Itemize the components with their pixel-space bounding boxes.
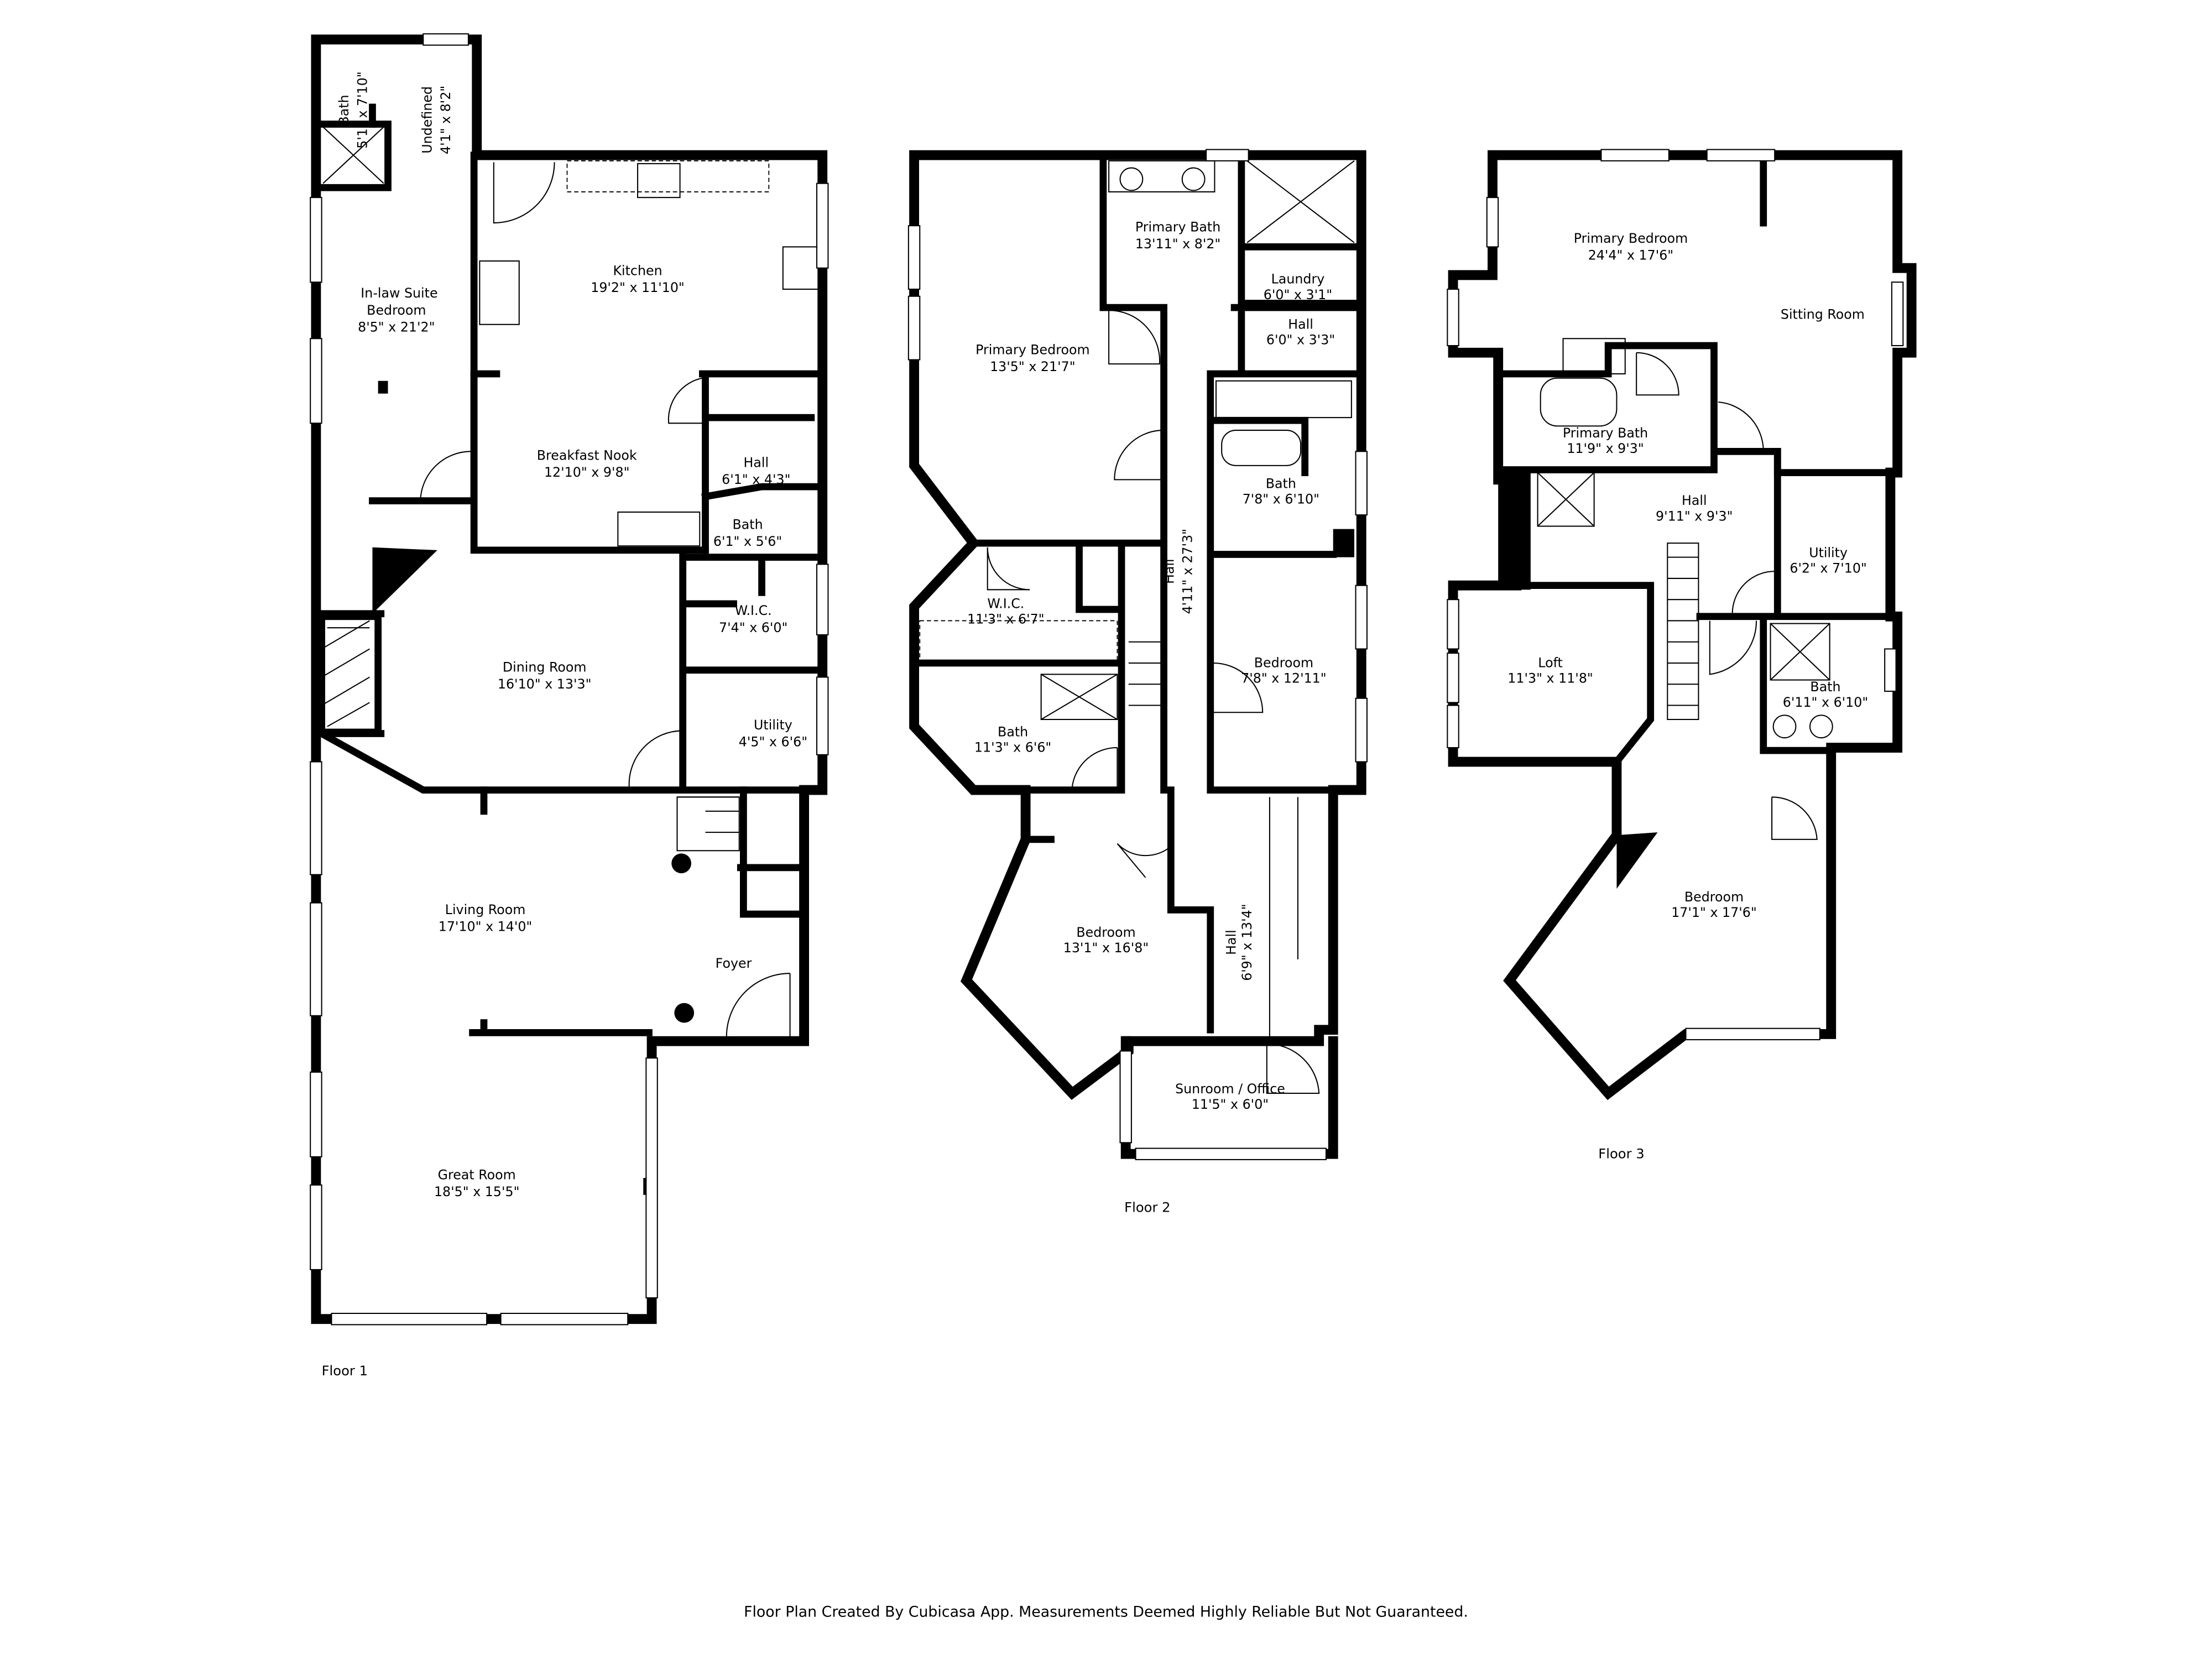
room-dims: 6'2" x 7'10" bbox=[1790, 561, 1866, 576]
room-name: Bath bbox=[1266, 476, 1296, 492]
room-name: Hall bbox=[1161, 559, 1177, 584]
room-name: Primary Bedroom bbox=[975, 342, 1089, 357]
footer-disclaimer: Floor Plan Created By Cubicasa App. Meas… bbox=[744, 1603, 1468, 1620]
room-name: Foyer bbox=[716, 956, 752, 971]
room-dims: 17'10" x 14'0" bbox=[439, 919, 533, 935]
room-name: Bedroom bbox=[1254, 655, 1313, 671]
room-name: Undefined bbox=[420, 86, 435, 154]
room-dims: 6'1" x 4'3" bbox=[722, 472, 790, 487]
room-dims: 8'5" x 21'2" bbox=[358, 319, 435, 335]
room-dims: 13'11" x 8'2" bbox=[1135, 236, 1221, 252]
room-dims: 13'5" x 21'7" bbox=[990, 359, 1076, 374]
room-dims: 24'4" x 17'6" bbox=[1588, 247, 1674, 263]
room-dims: 5'1" x 7'10" bbox=[354, 71, 370, 148]
room-name: Loft bbox=[1538, 655, 1563, 671]
room-dims: 13'1" x 16'8" bbox=[1063, 940, 1149, 956]
room-name: Bath bbox=[336, 95, 352, 125]
room-dims: 19'2" x 11'10" bbox=[591, 280, 685, 295]
room-dims: 6'9" x 13'4" bbox=[1239, 904, 1255, 980]
room-name: Utility bbox=[1809, 545, 1848, 561]
room-name: Sitting Room bbox=[1781, 307, 1865, 322]
room-name: Bedroom bbox=[1076, 925, 1135, 940]
room-subname: Bedroom bbox=[367, 302, 426, 318]
floor-2-plan: Primary Bath 13'11" x 8'2" Laundry 6'0" … bbox=[907, 149, 1368, 1215]
room-dims: 11'9" x 9'3" bbox=[1567, 441, 1644, 456]
room-dims: 11'3" x 6'6" bbox=[974, 740, 1051, 755]
room-name: Utility bbox=[754, 717, 792, 733]
floor-label: Floor 2 bbox=[1124, 1199, 1170, 1215]
room-dims: 12'10" x 9'8" bbox=[544, 465, 630, 480]
room-name: Hall bbox=[1682, 493, 1707, 508]
room-name: W.I.C. bbox=[987, 596, 1024, 611]
floor-1-plan: Bath 5'1" x 7'10" Undefined 4'1" x 8'2" … bbox=[310, 33, 829, 1379]
room-name: Primary Bath bbox=[1563, 425, 1648, 441]
room-name: Kitchen bbox=[613, 263, 662, 278]
room-name: Breakfast Nook bbox=[537, 448, 637, 463]
room-name: Sunroom / Office bbox=[1175, 1081, 1285, 1097]
room-name: Laundry bbox=[1271, 272, 1325, 287]
room-dims: 7'8" x 12'11" bbox=[1241, 671, 1327, 686]
room-dims: 6'1" x 5'6" bbox=[713, 534, 782, 549]
room-dims: 6'0" x 3'1" bbox=[1264, 287, 1332, 302]
room-name: Bedroom bbox=[1684, 889, 1744, 905]
room-name: Living Room bbox=[445, 902, 526, 917]
floor-label: Floor 3 bbox=[1598, 1146, 1644, 1161]
room-dims: 17'1" x 17'6" bbox=[1671, 905, 1757, 920]
floor-3-plan: Primary Bedroom 24'4" x 17'6" Sitting Ro… bbox=[1447, 149, 1917, 1161]
room-dims: 7'8" x 6'10" bbox=[1243, 492, 1319, 507]
room-dims: 4'1" x 8'2" bbox=[438, 86, 453, 154]
room-dims: 18'5" x 15'5" bbox=[434, 1184, 520, 1199]
room-name: Primary Bedroom bbox=[1574, 231, 1688, 246]
room-name: Hall bbox=[1288, 316, 1313, 332]
room-dims: 6'0" x 3'3" bbox=[1266, 332, 1335, 347]
room-name: Bath bbox=[1810, 679, 1840, 695]
room-name: Dining Room bbox=[503, 659, 587, 675]
room-dims: 7'4" x 6'0" bbox=[719, 620, 787, 635]
floor-label: Floor 1 bbox=[322, 1363, 368, 1379]
room-name: In-law Suite bbox=[361, 285, 437, 301]
room-name: Hall bbox=[744, 455, 769, 470]
room-name: Primary Bath bbox=[1135, 219, 1220, 234]
room-dims: 9'11" x 9'3" bbox=[1656, 508, 1733, 524]
room-dims: 11'3" x 6'7" bbox=[967, 612, 1044, 627]
room-dims: 16'10" x 13'3" bbox=[498, 676, 592, 692]
room-name: Hall bbox=[1224, 930, 1239, 955]
room-name: Bath bbox=[998, 724, 1028, 740]
room-name: W.I.C. bbox=[735, 603, 772, 618]
room-name: Bath bbox=[732, 517, 763, 533]
room-dims: 11'5" x 6'0" bbox=[1192, 1097, 1269, 1112]
room-dims: 4'5" x 6'6" bbox=[739, 734, 807, 749]
room-dims: 6'11" x 6'10" bbox=[1783, 695, 1869, 710]
room-name: Great Room bbox=[438, 1167, 516, 1183]
room-dims: 4'11" x 27'3" bbox=[1180, 529, 1196, 614]
room-dims: 11'3" x 11'8" bbox=[1507, 671, 1593, 686]
